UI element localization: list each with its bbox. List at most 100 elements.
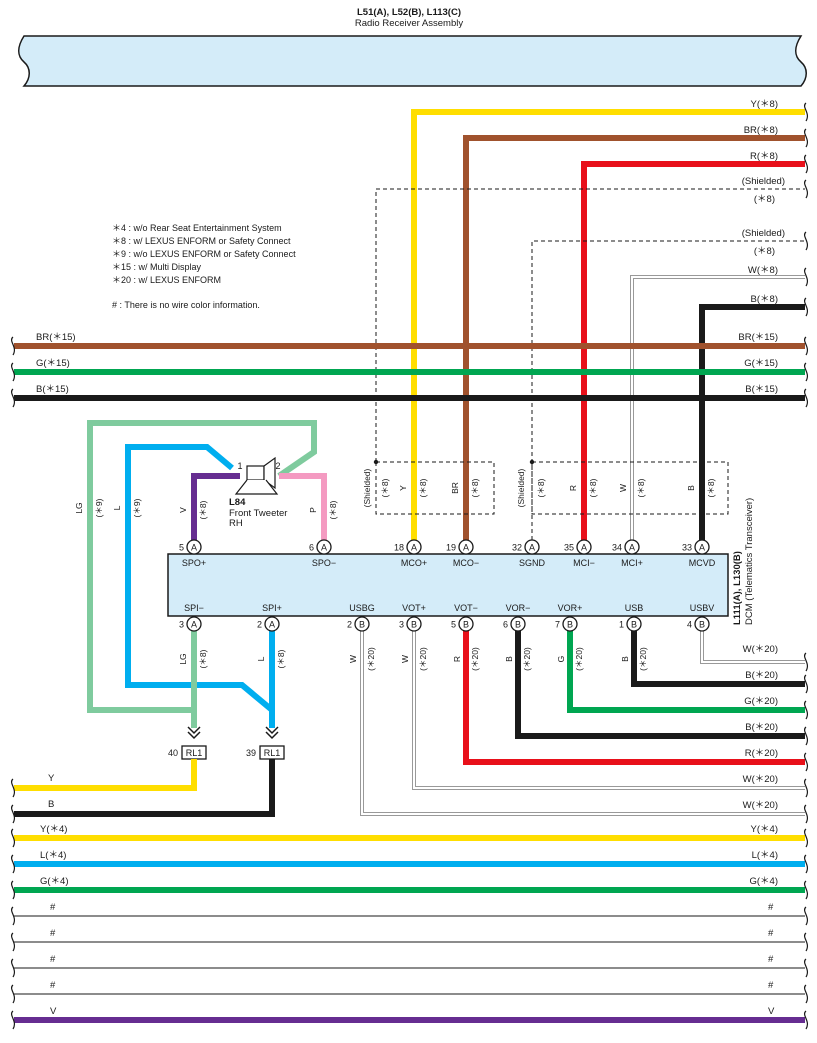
tweeter-pin1: 1 <box>237 461 242 471</box>
label-shield1-sub: (＊8) <box>754 194 775 205</box>
vlabel-top-wire-3: BR <box>450 482 460 494</box>
label-w20-2: W(＊20) <box>743 774 778 785</box>
pin-number: 3 <box>399 619 404 629</box>
wire-usbv-core <box>701 630 805 663</box>
vlabel-top-cond-4: (＊8) <box>536 478 546 497</box>
wire-vot-plus-core <box>413 630 805 789</box>
break-mark <box>803 674 809 694</box>
rl1-name-40: RL1 <box>186 748 203 758</box>
break-mark <box>803 880 809 900</box>
vlabel-top-cond-5: (＊8) <box>588 478 598 497</box>
label-rl1-y: Y <box>48 773 55 784</box>
rl1-arrows <box>187 726 279 740</box>
note-4: ＊4 : w/o Rear Seat Entertainment System <box>112 223 282 233</box>
vlabel-bot-wire-4: R <box>452 656 462 662</box>
break-mark <box>803 388 809 408</box>
break-mark <box>803 362 809 382</box>
vlabel-bot-wire-5: B <box>504 656 514 662</box>
dcm-ids: L111(A), L130(B) <box>732 551 743 625</box>
dcm-name: DCM (Telematics Transceiver) <box>744 498 755 625</box>
wire-mci-minus <box>581 161 805 540</box>
pin-circle <box>316 539 332 555</box>
pin-number: 5 <box>179 542 184 552</box>
break-mark <box>803 154 809 174</box>
front-tweeter: 1 2 L84 Front Tweeter RH <box>229 456 287 529</box>
through-b-left: B(＊15) <box>36 384 69 395</box>
vlabel-top-wire-6: W <box>618 484 628 492</box>
pin-circle <box>694 616 710 632</box>
dcm-bottom-pin-vot-: B3 VOT+ <box>399 603 426 632</box>
vlabel-bot-cond-4: (＊20) <box>470 647 480 671</box>
break-mark <box>803 828 809 848</box>
pin-number: 35 <box>564 542 574 552</box>
vlabel-top-wire-0: V <box>178 507 188 513</box>
vlabel-bot-wire-3: W <box>400 655 410 663</box>
pin-connector-letter: B <box>411 619 417 629</box>
pin-circle <box>406 539 422 555</box>
vlabel-bot-wire-6: G <box>556 656 566 663</box>
pin-name: SPO− <box>312 558 336 568</box>
vlabel-l-cond: (＊9) <box>132 498 142 517</box>
through-wires: BR(＊15) BR(＊15) G(＊15) G(＊15) B(＊15) B(＊… <box>14 332 805 401</box>
break-mark <box>803 906 809 926</box>
pin-number: 5 <box>451 619 456 629</box>
tweeter-pin2: 2 <box>275 461 280 471</box>
label-shield1: (Shielded) <box>742 176 785 187</box>
through-g-left: G(＊15) <box>36 358 70 369</box>
bottom-v-right: V <box>768 1006 775 1017</box>
label-rl1-b: B <box>48 799 54 810</box>
vlabel-left-shield: (Shielded) <box>362 468 372 507</box>
pin-circle <box>406 616 422 632</box>
pin-connector-letter: A <box>581 542 587 552</box>
bottom-y4-left: Y(＊4) <box>40 824 67 835</box>
pin-name: VOR− <box>506 603 531 613</box>
pin-name: MCI+ <box>621 558 643 568</box>
label-br8: BR(＊8) <box>744 125 778 136</box>
bottom-hash3-right: # <box>768 954 774 965</box>
pin-circle <box>626 616 642 632</box>
break-mark <box>803 297 809 317</box>
pin-number: 18 <box>394 542 404 552</box>
vlabel-top-cond-2: (＊8) <box>418 478 428 497</box>
wire-break-marks <box>10 102 809 1030</box>
break-mark <box>803 726 809 746</box>
vlabel-lg-wire: LG <box>74 502 84 513</box>
break-mark <box>803 652 809 672</box>
break-mark <box>10 880 16 900</box>
vlabel-top-wire-5: R <box>568 485 578 491</box>
pin-name: MCO− <box>453 558 479 568</box>
tweeter-side: RH <box>229 518 243 529</box>
rl1-pin-39: 39 <box>246 748 256 758</box>
pin-number: 7 <box>555 619 560 629</box>
vlabel-bot-cond-6: (＊20) <box>574 647 584 671</box>
through-b-right: B(＊15) <box>745 384 778 395</box>
rl1-connector-39: RL1 39 <box>246 745 285 760</box>
bottom-g4-right: G(＊4) <box>749 876 778 887</box>
pin-name: SPI+ <box>262 603 282 613</box>
radio-receiver-box <box>18 35 807 87</box>
pin-number: 32 <box>512 542 522 552</box>
pin-connector-letter: B <box>359 619 365 629</box>
pin-connector-letter: A <box>321 542 327 552</box>
pin-number: 2 <box>257 619 262 629</box>
vlabel-left-shield-cond: (＊8) <box>380 478 390 497</box>
pin-number: 33 <box>682 542 692 552</box>
vlabel-bot-cond-5: (＊20) <box>522 647 532 671</box>
vlabel-top-wire-4: (Shielded) <box>516 468 526 507</box>
vlabel-bot-wire-7: B <box>620 656 630 662</box>
break-mark <box>10 778 16 798</box>
pin-connector-letter: B <box>699 619 705 629</box>
pin-name: VOT+ <box>402 603 426 613</box>
break-mark <box>803 932 809 952</box>
pin-name: VOR+ <box>558 603 583 613</box>
dcm-top-pins: A5SPO+A6SPO−A18MCO+A19MCO−A32SGNDA35MCI−… <box>179 539 716 568</box>
wire-rl1-b <box>14 759 275 817</box>
pin-number: 6 <box>503 619 508 629</box>
